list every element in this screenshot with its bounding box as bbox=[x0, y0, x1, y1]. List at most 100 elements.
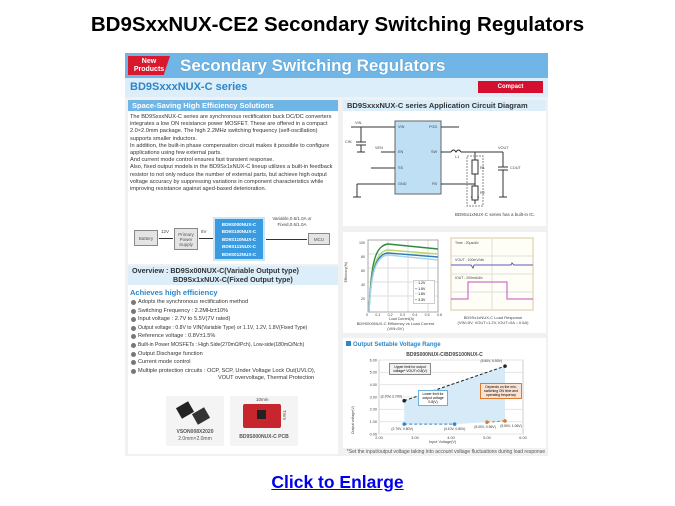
chip-icon bbox=[191, 407, 211, 425]
overview-panel: Overview : BD9Sx00NUX-C(Variable Output … bbox=[128, 266, 338, 454]
part-number: BD9S000NUX-C bbox=[221, 222, 257, 227]
pin-sw: SW bbox=[431, 150, 438, 154]
series-bar: BD9SxxxNUX-C series Compact bbox=[125, 78, 548, 97]
tick: 0 bbox=[366, 313, 368, 317]
compact-badge: Compact bbox=[478, 81, 543, 93]
pcb-image: 10mm 7mm BD9S000NUX-C PCB bbox=[230, 396, 298, 446]
y-tick-label: 6.00 bbox=[370, 358, 377, 362]
tick: 0.3 bbox=[399, 313, 405, 317]
pin-pgd: PGD bbox=[429, 125, 438, 129]
series-line bbox=[486, 420, 506, 423]
point-label: (2.70V, 2.70V) bbox=[381, 395, 403, 399]
r1-label: R1 bbox=[480, 166, 485, 170]
y-tick-label: 4.00 bbox=[370, 383, 377, 387]
enlarge-link-wrap: Click to Enlarge bbox=[0, 472, 675, 493]
battery-block: Battery bbox=[134, 230, 158, 246]
r2-label: R2 bbox=[480, 191, 485, 195]
x-tick-label: 4.00 bbox=[447, 436, 454, 440]
eff-ylabel: Efficiency(%) bbox=[344, 262, 348, 283]
caption: (VIN=5V) bbox=[387, 326, 404, 331]
y-tick-label: 3.00 bbox=[370, 395, 377, 399]
package-size: 2.0mm×2.0mm bbox=[178, 436, 212, 442]
part-number: BD9S100NUX-C bbox=[221, 229, 257, 235]
caption: BD9Sx1xNUX-C Load Response bbox=[463, 315, 523, 320]
eff-legend: ━ 1.2V ━ 1.5V ━ 1.8V ━ 3.3V bbox=[413, 280, 435, 304]
feature-item: Current mode control bbox=[130, 358, 338, 367]
feature-item: Switching Frequency : 2.2MHz±10% bbox=[130, 307, 338, 316]
feature-item: Built-in Power MOSFETs : High Side(270mΩ… bbox=[130, 341, 338, 350]
pin-gnd: GND bbox=[398, 182, 407, 186]
overview-line: Overview : BD9Sx00NUX-C(Variable Output … bbox=[132, 266, 299, 275]
pin-vin: VIN bbox=[398, 125, 405, 129]
load-caption: BD9Sx1xNUX-C Load Response(VIN=5V, VOUT=… bbox=[447, 315, 539, 325]
solutions-text: The BD9SxxxNUX-C series are synchronous … bbox=[128, 111, 338, 196]
chart-title: BD9S000NUX-C/BD9S100NUX-C bbox=[406, 352, 483, 358]
package-image: VSON008X2020 2.0mm×2.0mm bbox=[166, 396, 224, 446]
pcb-label: BD9S000NUX-C PCB bbox=[239, 434, 289, 440]
arrow bbox=[159, 238, 173, 239]
ven-label: VEN bbox=[375, 146, 383, 150]
l1-label: L1 bbox=[455, 155, 460, 159]
12v-label: 12V bbox=[161, 229, 170, 234]
regulator-block: BD9S000NUX-C BD9S100NUX-C BD9S110NUX-C B… bbox=[213, 217, 265, 261]
data-point bbox=[402, 422, 406, 426]
paragraph: In addition, the built-in phase compensa… bbox=[130, 142, 330, 157]
click-to-enlarge-link[interactable]: Click to Enlarge bbox=[271, 472, 404, 492]
x-tick-label: 5.00 bbox=[483, 436, 490, 440]
cin-label: CIN bbox=[345, 140, 352, 144]
pcb-width: 10mm bbox=[256, 397, 269, 402]
overview-heading: Overview : BD9Sx00NUX-C(Variable Output … bbox=[128, 266, 338, 285]
tick: 100 bbox=[359, 241, 365, 245]
data-point bbox=[452, 422, 457, 426]
eff-caption: BD9S000NUX-C Efficiency vs Load Current(… bbox=[348, 321, 443, 331]
point-label: (5.50V, 1.06V) bbox=[500, 424, 522, 428]
feature-list: Adopts the synchronous rectification met… bbox=[128, 298, 338, 382]
5v-label: 5V bbox=[201, 229, 207, 234]
circuit-panel: BD9SxxxNUX-C series Application Circuit … bbox=[343, 100, 546, 226]
data-point bbox=[503, 364, 507, 368]
performance-graphs bbox=[367, 237, 534, 313]
legend-entry: 1.5V bbox=[418, 286, 426, 291]
data-point bbox=[485, 420, 489, 424]
x-tick-label: 2.00 bbox=[375, 436, 382, 440]
caption: (VIN=5V, VOUT=1.2V, IOUT=0A⇔0.6A) bbox=[457, 320, 529, 325]
paragraph: Also, fixed output models in the BD9Sx1x… bbox=[130, 164, 333, 193]
solutions-panel: Space-Saving High Efficiency Solutions T… bbox=[128, 100, 338, 264]
package-name: VSON008X2020 bbox=[176, 429, 214, 435]
load-vout: VOUT : 100mV/div bbox=[455, 258, 485, 262]
part-number: BD9S111NUX-C bbox=[222, 244, 256, 250]
y-tick-label: 2.00 bbox=[370, 408, 377, 412]
range-title: Output Settable Voltage Range bbox=[353, 342, 441, 348]
square-icon bbox=[346, 341, 351, 346]
load-time: Time : 20μs/div bbox=[455, 241, 479, 245]
slide-title: BD9SxxNUX-CE2 Secondary Switching Regula… bbox=[90, 13, 585, 36]
point-label: (5.50V, 5.50V) bbox=[480, 359, 502, 363]
legend-entry: 1.8V bbox=[418, 292, 426, 296]
pin-fb: FB bbox=[432, 182, 437, 186]
tick: 60 bbox=[361, 269, 365, 273]
point-label: (4.10V, 0.80V) bbox=[444, 427, 466, 431]
data-point bbox=[503, 419, 507, 423]
tick: 20 bbox=[361, 297, 365, 301]
products-label: Products bbox=[133, 66, 165, 73]
part-number: BD9S110NUX-C bbox=[221, 236, 257, 242]
feature-item: Multiple protection circuits : OCP, SCP,… bbox=[130, 367, 338, 376]
x-tick-label: 6.00 bbox=[519, 436, 526, 440]
arrow bbox=[199, 238, 213, 239]
legend-entry: 1.2V bbox=[418, 281, 426, 285]
footnote: *Set the input/output voltage taking int… bbox=[346, 449, 545, 455]
pin-ss: SS bbox=[398, 166, 404, 170]
point-label: (5.00V, 0.96V) bbox=[474, 425, 496, 429]
circuit-diagram bbox=[351, 120, 508, 207]
cout-label: COUT bbox=[510, 166, 521, 170]
brochure-title: Secondary Switching Regulators bbox=[180, 56, 446, 75]
y-tick-label: 5.00 bbox=[370, 371, 377, 375]
caption: BD9S000NUX-C Efficiency vs Load Current bbox=[356, 321, 435, 326]
feature-item-cont: VOUT overvoltage, Thermal Protection bbox=[218, 375, 315, 382]
pin-en: EN bbox=[398, 150, 404, 154]
x-tick-label: 3.00 bbox=[411, 436, 418, 440]
